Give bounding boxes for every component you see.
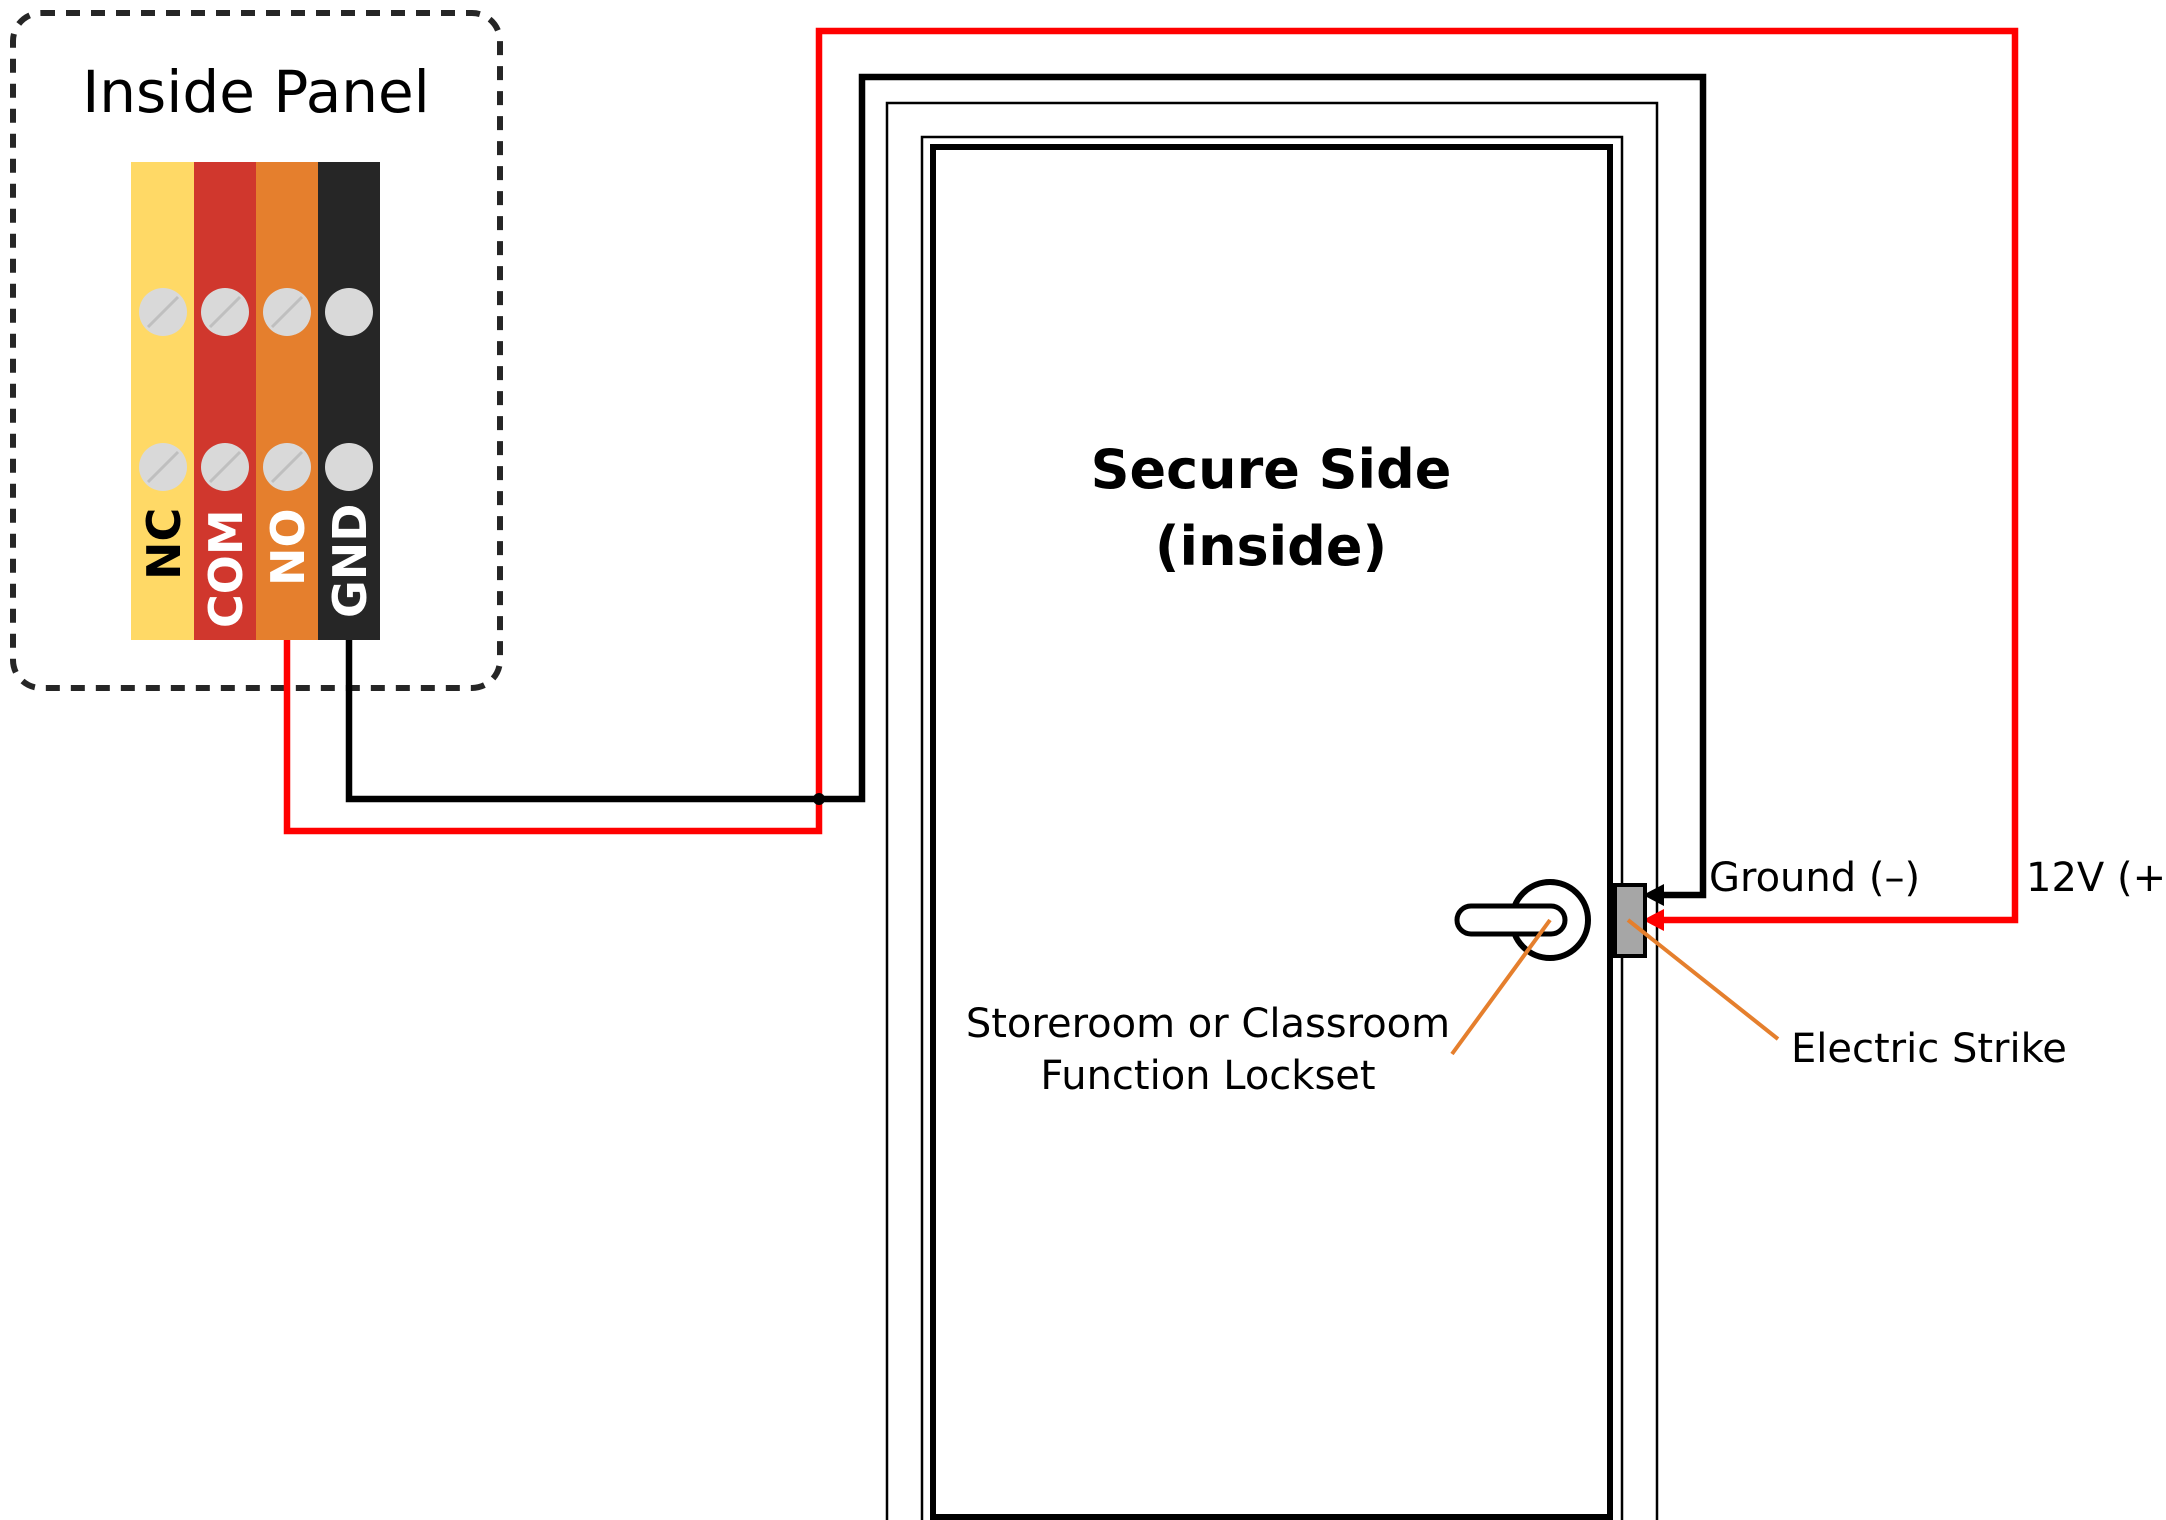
inside-panel-box (10, 10, 503, 691)
terminal-bar-gnd (318, 162, 380, 640)
terminal-bar-no (256, 162, 318, 640)
positive-arrowhead-icon (1643, 909, 1664, 931)
terminal-label-nc: NC (137, 508, 191, 580)
lockset-callout-line (1450, 918, 1552, 1056)
strike-callout-line (1626, 918, 1780, 1041)
electric-strike-label: Electric Strike (1791, 1026, 2067, 1072)
power-label: 12V (+) (2026, 855, 2166, 901)
wire-crossing-dot (813, 793, 825, 805)
secure-side-subtitle: (inside) (1155, 515, 1387, 578)
screw-terminals-top (139, 288, 373, 336)
screw-icon (325, 443, 373, 491)
terminal-label-gnd: GND (323, 504, 377, 618)
ground-arrowhead-icon (1643, 884, 1664, 906)
door-slab (930, 144, 1613, 1520)
terminal-label-com: COM (199, 509, 253, 628)
secure-side-title: Secure Side (1091, 438, 1452, 501)
lockset-label-line2: Function Lockset (1040, 1053, 1375, 1099)
door-frame-outer (885, 101, 1659, 1520)
screw-icon (325, 288, 373, 336)
terminal-bar-nc (131, 162, 194, 640)
terminal-bar-com (194, 162, 256, 640)
lockset-lever-icon (1454, 879, 1591, 961)
positive-wire (283, 27, 2019, 924)
lockset-label-line1: Storeroom or Classroom (966, 1001, 1450, 1047)
inside-panel-title: Inside Panel (82, 58, 430, 126)
door-frame-inner (920, 135, 1624, 1520)
ground-wire (345, 73, 1707, 899)
screw-terminals-bottom (139, 443, 373, 491)
terminal-label-no: NO (261, 508, 315, 586)
ground-label: Ground (–) (1709, 855, 1920, 901)
